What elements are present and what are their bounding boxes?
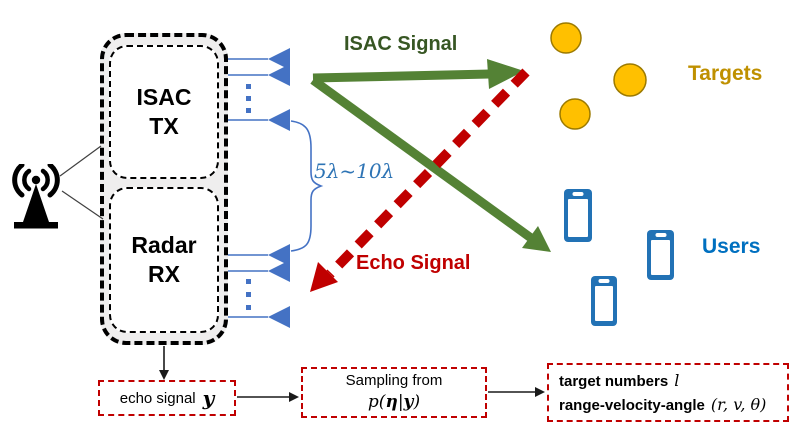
target-icon — [613, 63, 647, 97]
targets-label: Targets — [688, 62, 763, 85]
tx-antenna-array — [228, 48, 290, 131]
sampling-expression: p(η|y) — [367, 392, 421, 413]
tower-connector-lines — [59, 145, 104, 220]
echo-signal-label: Echo Signal — [356, 252, 471, 274]
phone-speaker-slot — [598, 279, 610, 283]
radar-rx-box: Radar RX — [109, 187, 219, 333]
rx-antenna-array — [228, 244, 290, 328]
tx-antenna-icon — [268, 48, 290, 70]
user-phone-icon — [591, 276, 617, 326]
radar-rx-label-line1: Radar — [131, 232, 197, 259]
rx-antenna-icon — [268, 244, 290, 266]
tx-antenna-icon — [268, 109, 290, 131]
echo-signal-box-text: echo signal — [119, 389, 196, 407]
phone-screen — [595, 286, 613, 321]
antenna-spacing-label: 5λ~10λ — [314, 159, 395, 183]
rx-antenna-icon — [268, 260, 290, 282]
rx-ellipsis-dots — [246, 279, 251, 310]
target-number-symbol: l — [674, 370, 680, 390]
target-icon — [559, 98, 591, 130]
tx-ellipsis-dots — [246, 84, 251, 113]
sampling-box: Sampling from p(η|y) — [301, 367, 487, 418]
target-icon — [550, 22, 582, 54]
echo-signal-symbol: y — [202, 386, 215, 410]
radar-rx-label-line2: RX — [148, 261, 180, 287]
phone-speaker-slot — [572, 192, 584, 196]
phone-speaker-slot — [655, 233, 666, 237]
sampling-box-line1: Sampling from — [345, 371, 443, 389]
target-icons — [550, 22, 647, 130]
isac-signal-arrow — [310, 59, 551, 252]
rx-antenna-icon — [268, 306, 290, 328]
users-label: Users — [702, 235, 761, 258]
isac-tx-box: ISAC TX — [109, 45, 219, 179]
phone-screen — [651, 240, 670, 275]
isac-tx-label-line2: TX — [149, 113, 179, 139]
tx-antenna-icon — [268, 64, 290, 86]
range-velocity-angle-symbol: (r, v, θ) — [710, 394, 767, 414]
echo-signal-box: echo signal y — [98, 380, 236, 416]
antenna-spacing-brace — [290, 120, 324, 252]
base-station-icon — [12, 164, 60, 229]
isac-tx-label-line1: ISAC — [136, 84, 192, 111]
user-phone-icon — [564, 189, 592, 242]
user-phone-icon — [647, 230, 674, 280]
phone-screen — [568, 199, 588, 237]
isac-signal-label: ISAC Signal — [344, 33, 458, 55]
output-line2: range-velocity-angle(r, v, θ) — [559, 394, 767, 414]
